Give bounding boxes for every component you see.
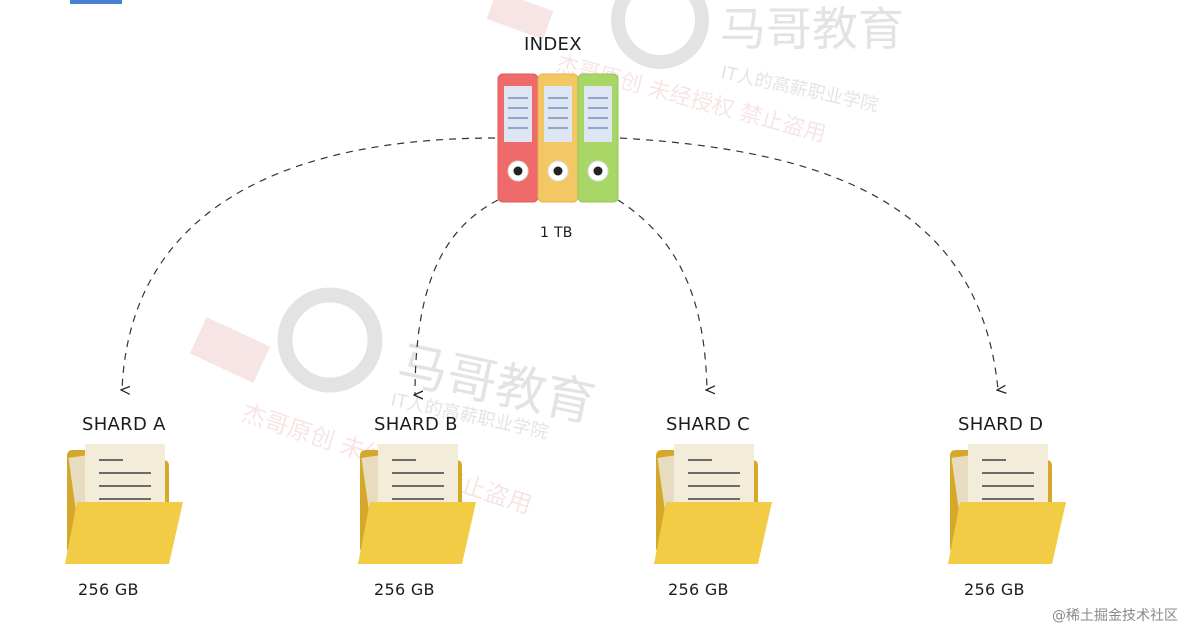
shard-a-folder-icon — [65, 444, 183, 564]
index-binders-icon — [497, 73, 619, 203]
shard-b-folder-icon — [358, 444, 476, 564]
shard-b-title: SHARD B — [374, 414, 458, 435]
binder-red — [497, 73, 539, 203]
binder-green — [577, 73, 619, 203]
shard-a-size: 256 GB — [78, 580, 139, 599]
watermark-brand-top: 马哥教育 — [720, 2, 904, 56]
shard-c-title: SHARD C — [666, 414, 751, 435]
shard-c-size: 256 GB — [668, 580, 729, 599]
connector-to-shard-a — [122, 137, 496, 390]
shard-d-title: SHARD D — [958, 414, 1044, 435]
shard-c-folder-icon — [654, 444, 772, 564]
shard-b-size: 256 GB — [374, 580, 435, 599]
index-size: 1 TB — [540, 225, 573, 241]
shard-a-title: SHARD A — [82, 414, 166, 435]
shard-d-size: 256 GB — [964, 580, 1025, 599]
connector-to-shard-b — [415, 199, 499, 395]
shard-d-folder-icon — [948, 444, 1066, 564]
binder-yellow — [537, 73, 579, 203]
connector-to-shard-c — [617, 199, 707, 390]
connector-to-shard-d — [619, 137, 998, 390]
index-title: INDEX — [524, 34, 582, 55]
corner-accent-bar — [70, 0, 122, 4]
footer-credit: @稀土掘金技术社区 — [1052, 608, 1178, 624]
